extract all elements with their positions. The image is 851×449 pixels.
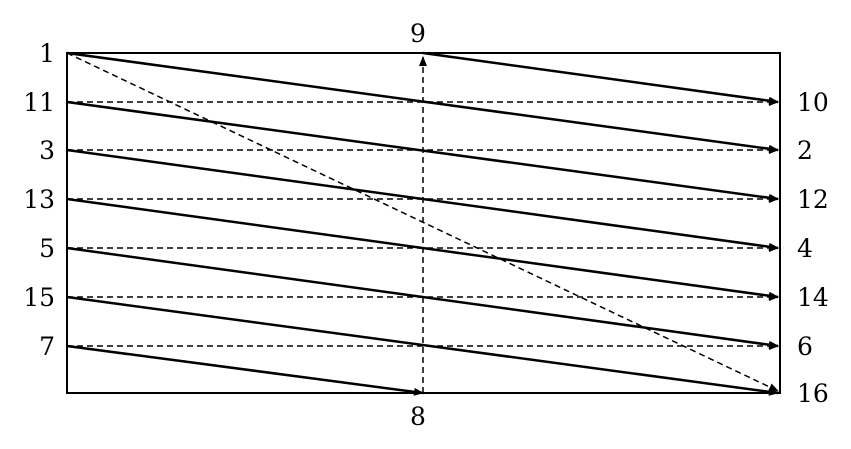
scan-line [422, 51, 779, 105]
label-right: 12 [797, 185, 829, 214]
scan-line [66, 148, 779, 251]
label-bottom-center: 8 [410, 402, 426, 431]
label-top-left: 1 [39, 39, 55, 68]
label-right: 2 [797, 136, 813, 165]
label-left: 15 [23, 283, 55, 312]
solid-scan-lines [66, 51, 779, 396]
scan-line [66, 344, 424, 396]
label-left: 5 [39, 234, 55, 263]
label-right: 10 [797, 88, 829, 117]
label-right: 14 [797, 283, 829, 312]
label-right: 16 [797, 379, 829, 408]
scan-line [66, 295, 779, 396]
scan-line [66, 100, 779, 202]
label-right: 6 [797, 332, 813, 361]
scan-line [66, 51, 779, 153]
label-left: 7 [39, 332, 55, 361]
label-left: 11 [23, 88, 55, 117]
label-left: 13 [23, 185, 55, 214]
scan-line [66, 197, 779, 300]
label-top-center: 9 [410, 19, 426, 48]
scan-line [66, 246, 779, 349]
label-left: 3 [39, 136, 55, 165]
label-right: 4 [797, 234, 813, 263]
